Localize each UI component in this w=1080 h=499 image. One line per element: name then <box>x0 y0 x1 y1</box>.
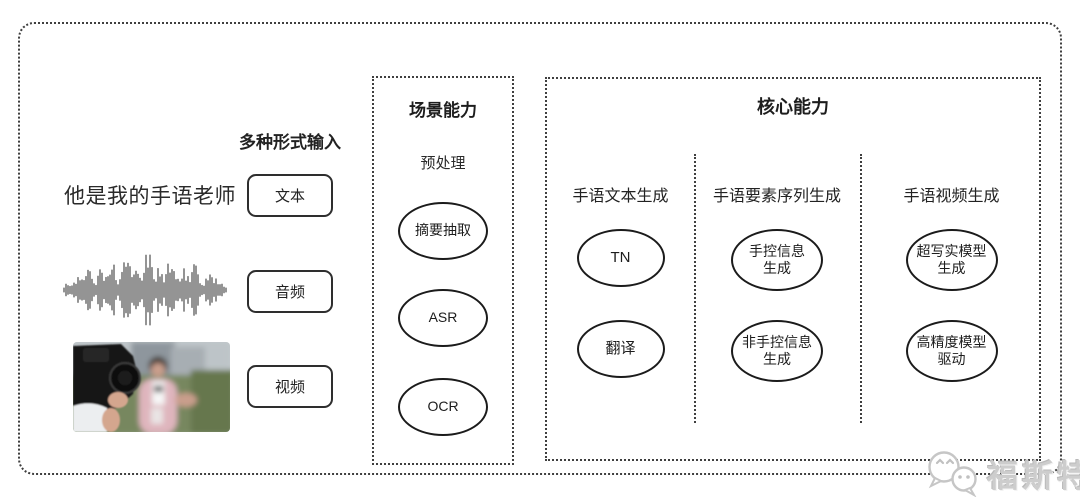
column-sign-text-generation: 手语文本生成 TN 翻译 <box>547 79 694 459</box>
input-box-video-label: 视频 <box>274 379 305 396</box>
node-high-precision-model-driving: 高精度模型 驱动 <box>905 320 998 382</box>
column-separator <box>694 154 696 423</box>
outer-dotted-border: 多种形式输入 他是我的手语老师 <box>18 22 1080 497</box>
column-sign-element-sequence-generation: 手语要素序列生成 手控信息 生成 非手控信息 生成 <box>694 79 860 459</box>
column-separator <box>860 154 862 423</box>
node-ocr: OCR <box>398 378 488 436</box>
column-sign-video-generation: 手语视频生成 超写实模型 生成 高精度模型 驱动 <box>860 79 1043 459</box>
column-header: 手语视频生成 <box>903 188 1000 205</box>
core-capability-box: 核心能力 手语文本生成 TN 翻译 手语要素序列生成 手控信息 生成 非手控信息… <box>545 77 1041 461</box>
watermark: 福斯特 <box>923 449 1080 497</box>
scene-capability-box: 场景能力 预处理 摘要抽取 ASR OCR <box>372 76 514 465</box>
input-box-text-label: 文本 <box>274 188 305 205</box>
core-capability-title: 核心能力 <box>757 97 829 117</box>
video-thumbnail-image <box>73 342 230 432</box>
node-manual-info-generation: 手控信息 生成 <box>731 229 823 291</box>
scene-capability-title: 场景能力 <box>409 101 477 120</box>
column-header: 手语要素序列生成 <box>712 188 842 205</box>
input-box-video: 视频 <box>247 365 333 408</box>
input-box-text: 文本 <box>247 174 333 217</box>
input-box-audio: 音频 <box>247 270 333 313</box>
node-tn: TN <box>576 229 665 287</box>
preprocess-label: 预处理 <box>420 155 466 172</box>
node-asr: ASR <box>398 289 488 347</box>
node-translation: 翻译 <box>576 320 665 378</box>
chat-bubbles-icon <box>928 451 977 497</box>
node-summary-extraction: 摘要抽取 <box>398 202 488 260</box>
input-section-title: 多种形式输入 <box>239 133 341 152</box>
column-header: 手语文本生成 <box>572 188 669 205</box>
watermark-text: 福斯特 <box>987 458 1080 494</box>
audio-waveform-icon <box>63 254 227 326</box>
node-hyperrealistic-model-generation: 超写实模型 生成 <box>905 229 998 291</box>
input-box-audio-label: 音频 <box>274 284 305 301</box>
node-non-manual-info-generation: 非手控信息 生成 <box>731 320 823 382</box>
sample-sentence-text: 他是我的手语老师 <box>64 185 236 208</box>
